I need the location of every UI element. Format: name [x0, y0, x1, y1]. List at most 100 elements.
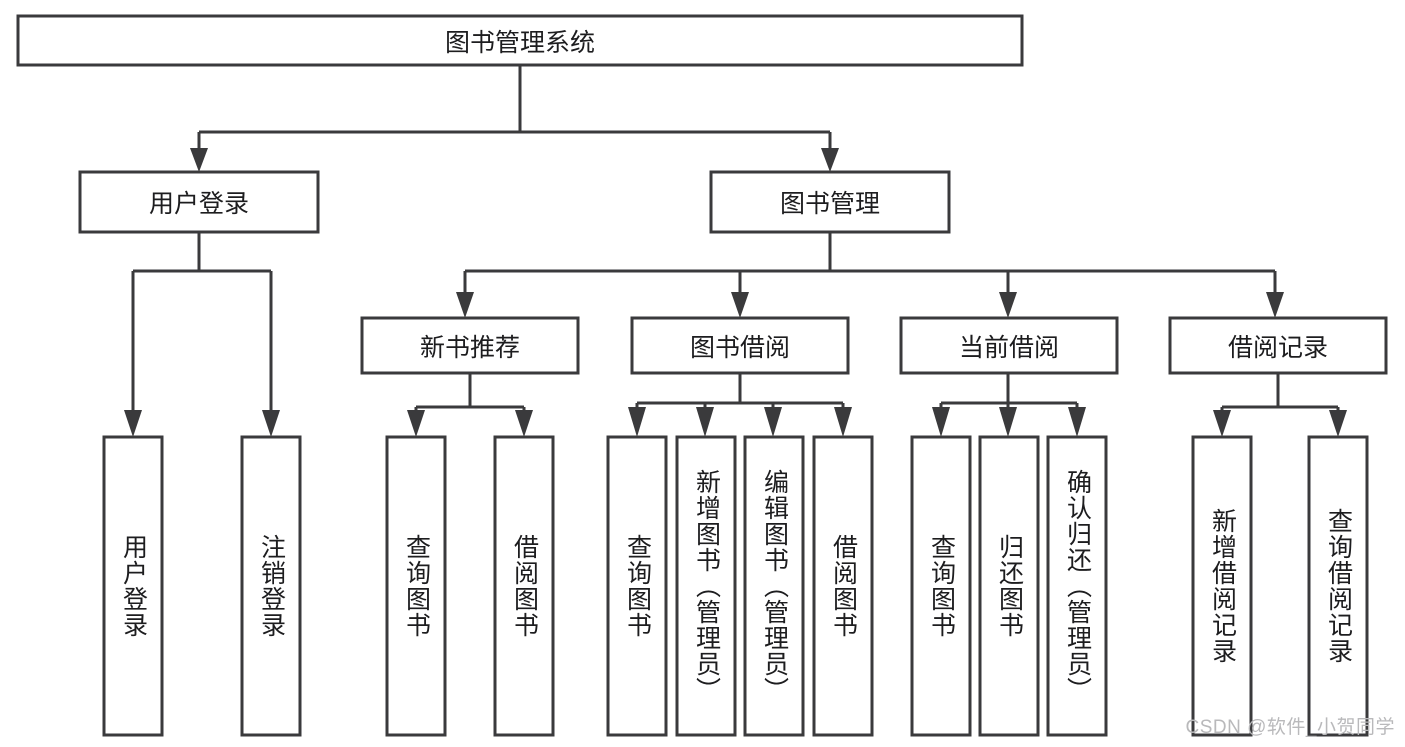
- arrow-head-leaf-query-book-2: [628, 407, 646, 437]
- node-root[interactable]: 图书管理系统: [16, 14, 1024, 67]
- node-leaf-query-book-3-label-area: 查询图书: [927, 534, 956, 638]
- node-new-book-recommend-label-area: 新书推荐: [419, 333, 520, 362]
- node-leaf-query-book-1-box[interactable]: [385, 435, 447, 737]
- node-leaf-confirm-return-box[interactable]: [1046, 435, 1108, 737]
- arrow-head-leaf-user-logout: [262, 410, 280, 437]
- node-book-borrow[interactable]: 图书借阅: [630, 316, 850, 375]
- arrow-head-leaf-query-book-1: [407, 410, 425, 437]
- node-leaf-query-book-2-label: 查询图书: [623, 534, 652, 638]
- node-leaf-add-record-label-area: 新增借阅记录: [1208, 508, 1237, 664]
- arrow-head-book-manage: [821, 148, 839, 172]
- node-leaf-user-login[interactable]: 用户登录: [102, 435, 164, 737]
- arrow-head-leaf-borrow-book-2: [834, 407, 852, 437]
- node-user-login-box[interactable]: [78, 170, 320, 234]
- arrow-head-leaf-edit-book: [764, 407, 782, 437]
- node-leaf-query-book-1-label: 查询图书: [402, 534, 431, 638]
- node-borrow-record-label-area: 借阅记录: [1227, 333, 1328, 362]
- node-leaf-query-record-box[interactable]: [1307, 435, 1369, 737]
- node-new-book-recommend[interactable]: 新书推荐: [360, 316, 580, 375]
- node-borrow-record[interactable]: 借阅记录: [1168, 316, 1388, 375]
- node-leaf-add-record[interactable]: 新增借阅记录: [1191, 435, 1253, 737]
- node-leaf-return-book-box[interactable]: [978, 435, 1040, 737]
- node-leaf-borrow-book-1-label-area: 借阅图书: [510, 534, 539, 638]
- node-book-borrow-box[interactable]: [630, 316, 850, 375]
- node-leaf-query-book-2[interactable]: 查询图书: [606, 435, 668, 737]
- arrow-head-leaf-borrow-book-1: [515, 410, 533, 437]
- node-leaf-query-record-label: 查询借阅记录: [1324, 508, 1353, 664]
- node-leaf-edit-book[interactable]: 编辑图书（管理员）: [743, 435, 805, 737]
- node-leaf-query-book-3-label: 查询图书: [927, 534, 956, 638]
- node-borrow-record-box[interactable]: [1168, 316, 1388, 375]
- node-leaf-query-record[interactable]: 查询借阅记录: [1307, 435, 1369, 737]
- node-leaf-add-record-box[interactable]: [1191, 435, 1253, 737]
- node-current-borrow-label: 当前借阅: [958, 333, 1059, 362]
- node-leaf-add-book-box[interactable]: [675, 435, 737, 737]
- node-leaf-confirm-return[interactable]: 确认归还（管理员）: [1046, 435, 1108, 737]
- node-leaf-borrow-book-2-label-area: 借阅图书: [829, 534, 858, 638]
- node-book-manage-label: 图书管理: [779, 190, 880, 218]
- arrow-head-current-borrow: [999, 292, 1017, 318]
- node-book-manage-label-area: 图书管理: [779, 190, 880, 218]
- node-leaf-query-book-1-label-area: 查询图书: [402, 534, 431, 638]
- node-leaf-add-book-label: 新增图书（管理员）: [692, 469, 721, 703]
- node-leaf-user-login-box[interactable]: [102, 435, 164, 737]
- arrow-head-leaf-return-book: [999, 407, 1017, 437]
- node-leaf-confirm-return-label-area: 确认归还（管理员）: [1063, 469, 1092, 703]
- node-root-label: 图书管理系统: [444, 28, 595, 57]
- node-leaf-return-book-label: 归还图书: [995, 534, 1024, 638]
- node-current-borrow-label-area: 当前借阅: [958, 333, 1059, 362]
- node-leaf-edit-book-label: 编辑图书（管理员）: [760, 469, 789, 703]
- node-leaf-user-logout-label-area: 注销登录: [257, 534, 286, 638]
- node-user-login-label: 用户登录: [148, 190, 249, 218]
- node-new-book-recommend-label: 新书推荐: [419, 333, 520, 362]
- arrow-head-book-borrow: [731, 292, 749, 318]
- arrow-head-leaf-add-book: [696, 407, 714, 437]
- node-leaf-query-book-3[interactable]: 查询图书: [910, 435, 972, 737]
- node-leaf-borrow-book-2-label: 借阅图书: [829, 534, 858, 638]
- csdn-watermark: CSDN @软件_小贺同学: [1185, 717, 1395, 738]
- node-leaf-edit-book-label-area: 编辑图书（管理员）: [760, 469, 789, 703]
- node-leaf-confirm-return-label: 确认归还（管理员）: [1063, 469, 1092, 703]
- arrow-head-leaf-add-record: [1213, 410, 1231, 437]
- node-leaf-borrow-book-1-box[interactable]: [493, 435, 555, 737]
- node-leaf-user-logout-label: 注销登录: [257, 534, 286, 638]
- arrow-head-new-book-recommend: [456, 292, 474, 318]
- node-leaf-query-book-1[interactable]: 查询图书: [385, 435, 447, 737]
- node-leaf-return-book-label-area: 归还图书: [995, 534, 1024, 638]
- node-book-borrow-label-area: 图书借阅: [689, 333, 790, 362]
- node-leaf-query-record-label-area: 查询借阅记录: [1324, 508, 1353, 664]
- node-leaf-user-logout[interactable]: 注销登录: [240, 435, 302, 737]
- node-leaf-add-book-label-area: 新增图书（管理员）: [692, 469, 721, 703]
- node-root-box[interactable]: [16, 14, 1024, 67]
- node-leaf-borrow-book-2[interactable]: 借阅图书: [812, 435, 874, 737]
- node-book-manage[interactable]: 图书管理: [709, 170, 951, 234]
- node-book-borrow-label: 图书借阅: [689, 333, 790, 362]
- node-leaf-add-record-label: 新增借阅记录: [1208, 508, 1237, 664]
- node-current-borrow-box[interactable]: [899, 316, 1119, 375]
- node-leaf-query-book-2-label-area: 查询图书: [623, 534, 652, 638]
- node-leaf-edit-book-box[interactable]: [743, 435, 805, 737]
- node-leaf-return-book[interactable]: 归还图书: [978, 435, 1040, 737]
- node-leaf-borrow-book-1[interactable]: 借阅图书: [493, 435, 555, 737]
- node-leaf-query-book-3-box[interactable]: [910, 435, 972, 737]
- node-leaf-borrow-book-2-box[interactable]: [812, 435, 874, 737]
- arrow-head-user-login: [190, 148, 208, 172]
- node-borrow-record-label: 借阅记录: [1227, 333, 1328, 362]
- node-leaf-add-book[interactable]: 新增图书（管理员）: [675, 435, 737, 737]
- node-book-manage-box[interactable]: [709, 170, 951, 234]
- node-user-login[interactable]: 用户登录: [78, 170, 320, 234]
- node-leaf-user-logout-box[interactable]: [240, 435, 302, 737]
- arrow-head-leaf-query-book-3: [932, 407, 950, 437]
- node-leaf-user-login-label-area: 用户登录: [120, 534, 148, 638]
- arrow-head-leaf-query-record: [1329, 410, 1347, 437]
- arrow-head-leaf-user-login: [124, 410, 142, 437]
- node-new-book-recommend-box[interactable]: [360, 316, 580, 375]
- node-current-borrow[interactable]: 当前借阅: [899, 316, 1119, 375]
- node-leaf-borrow-book-1-label: 借阅图书: [510, 534, 539, 638]
- node-root-label-area: 图书管理系统: [444, 28, 595, 57]
- connector-layer: [124, 65, 1347, 437]
- node-leaf-query-book-2-box[interactable]: [606, 435, 668, 737]
- node-user-login-label-area: 用户登录: [148, 190, 249, 218]
